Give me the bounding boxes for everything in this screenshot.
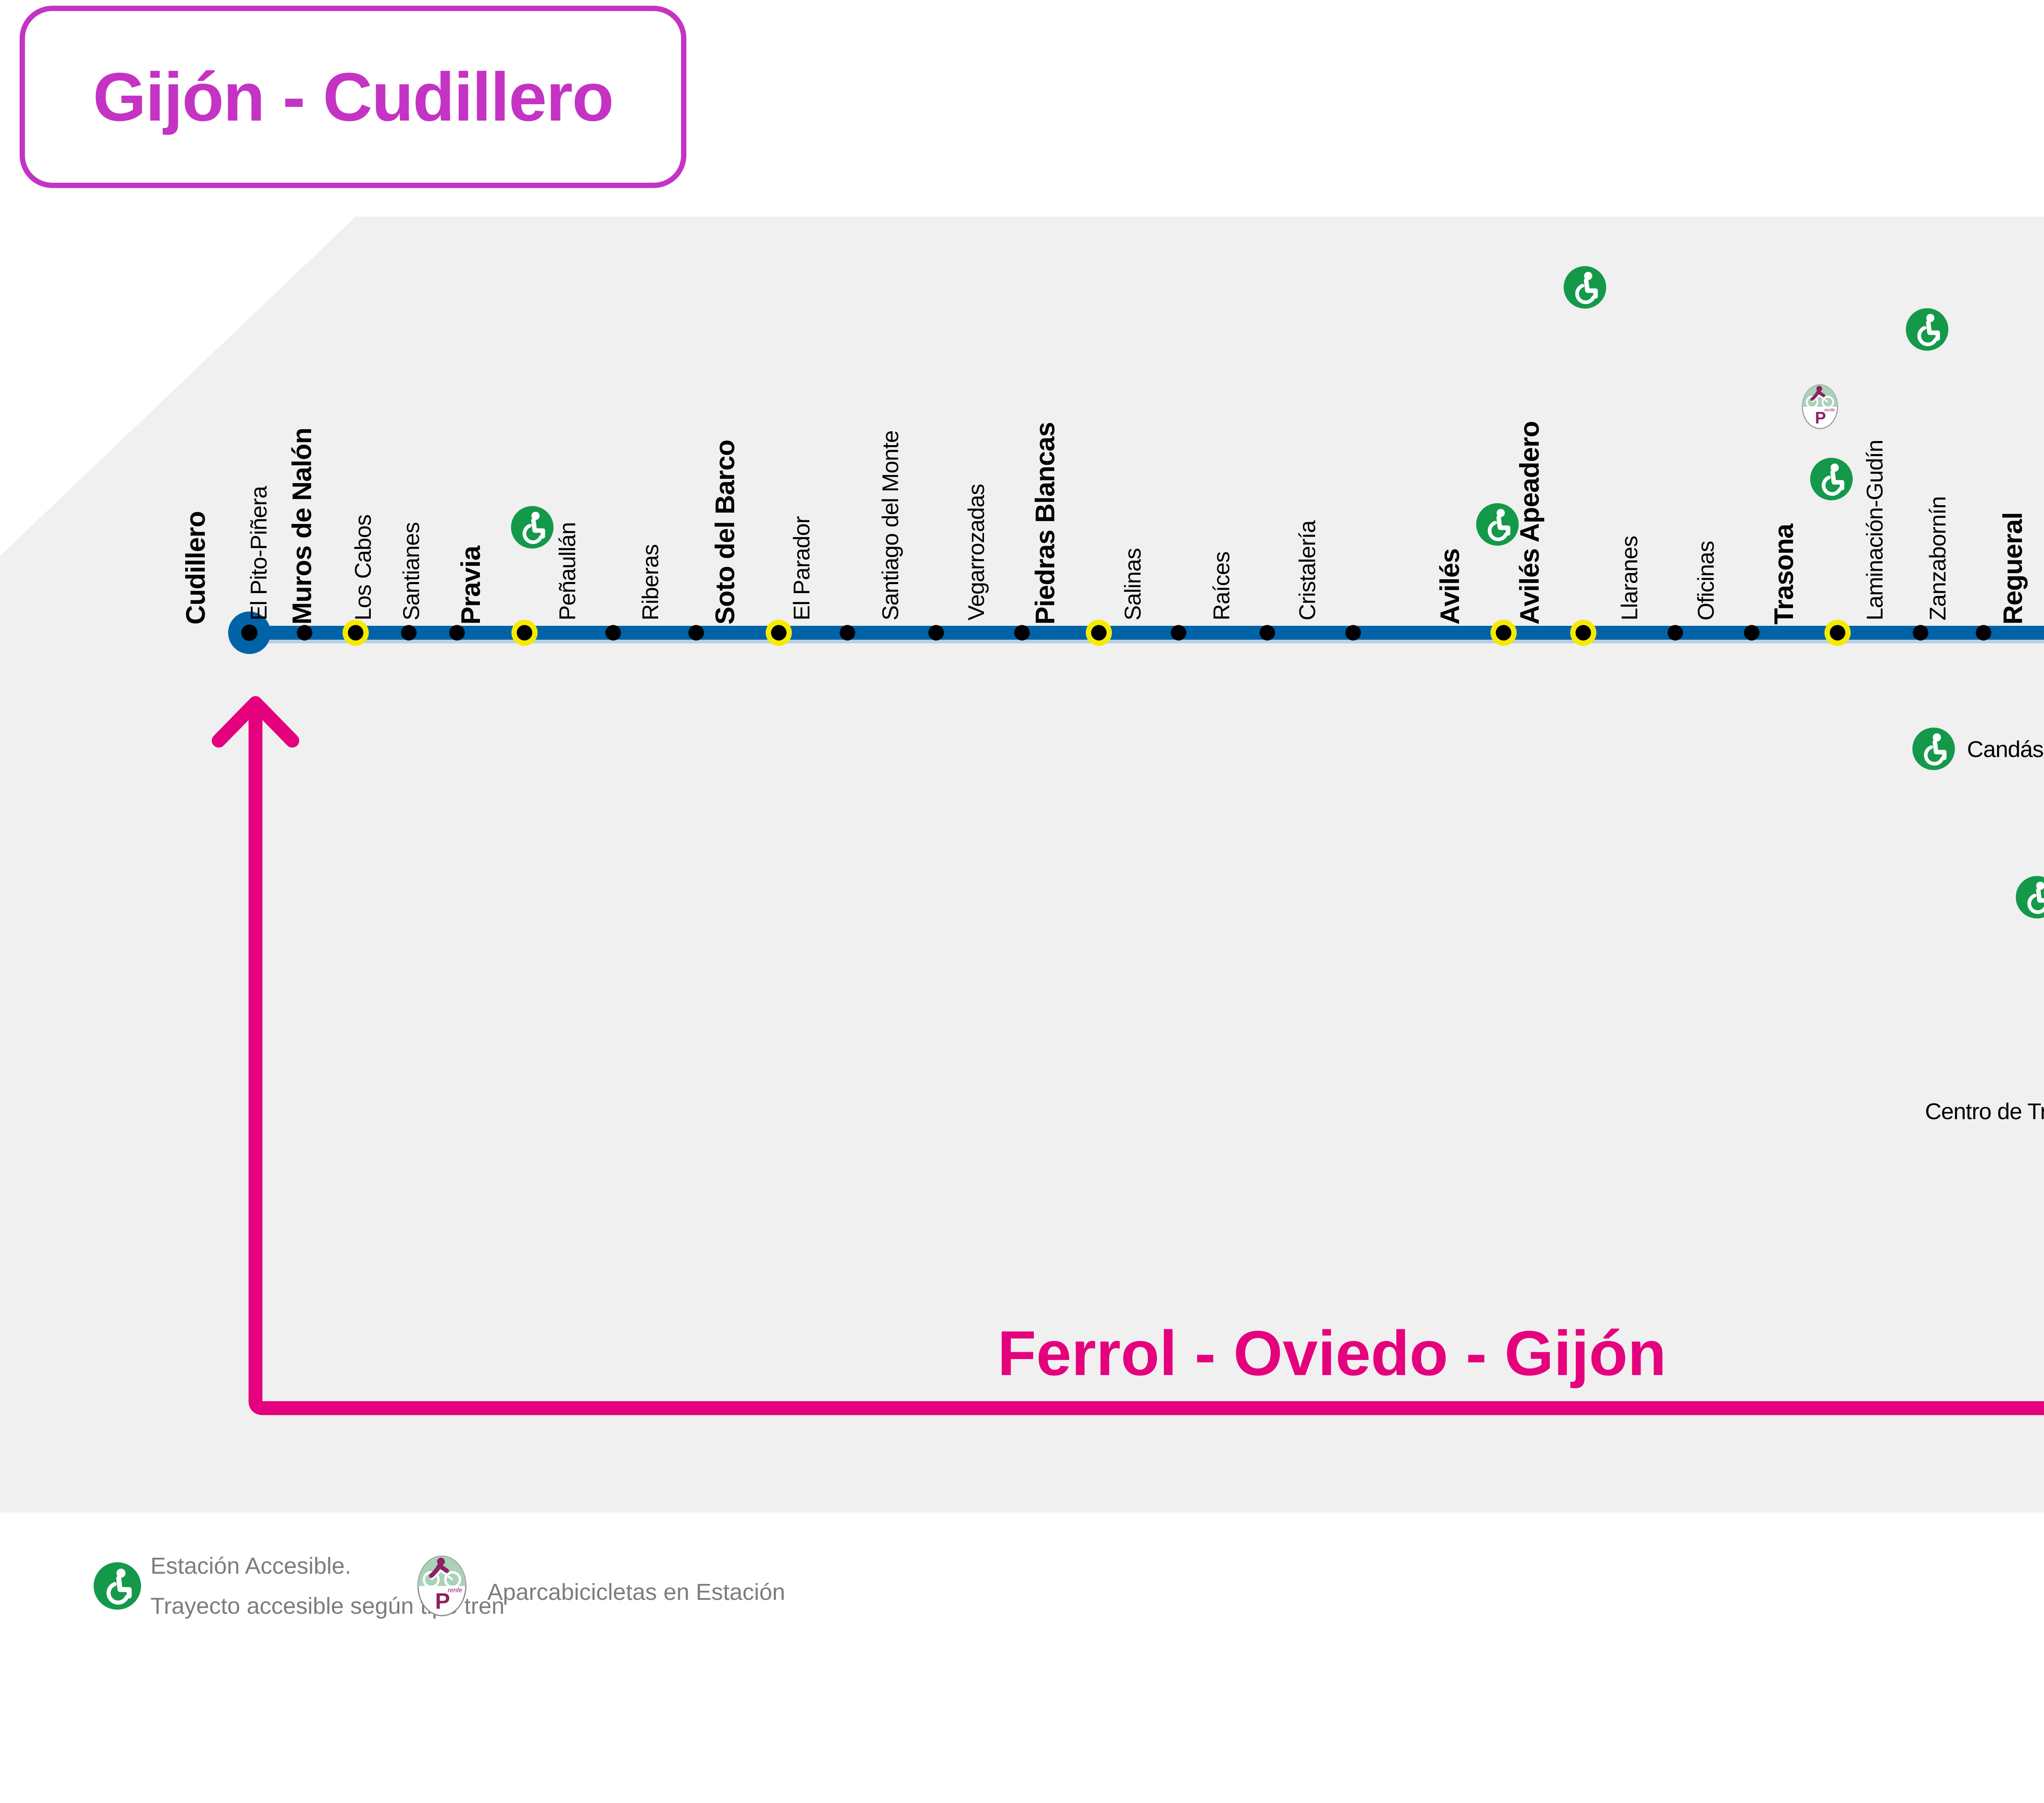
station-label: Piedras Blancas <box>1030 422 1060 625</box>
station-dot <box>1171 625 1186 641</box>
station-label: Cudillero <box>180 511 211 625</box>
station-label: Laminación-Gudín <box>1862 440 1887 620</box>
station-label: Pravia <box>455 546 486 625</box>
map-panel-background <box>0 217 2044 1512</box>
station-label: Muros de Nalón <box>287 428 317 625</box>
station-dot <box>1913 625 1928 641</box>
station-dot <box>1260 625 1275 641</box>
branch-station-row: Candás Apeadero <box>1912 726 2044 771</box>
station-label: Soto del Barco <box>710 440 740 625</box>
accessible-icon <box>2016 876 2044 918</box>
station-dot <box>928 625 944 641</box>
svg-text:renfe: renfe <box>1824 408 1835 412</box>
station-dot <box>348 625 363 641</box>
station-label: Candás Apeadero <box>1967 736 2044 762</box>
station-dot <box>771 625 787 641</box>
station-dot <box>1576 625 1591 641</box>
station-label: Salinas <box>1120 548 1145 620</box>
accessible-icon <box>1912 728 1955 770</box>
accessible-icon <box>1810 458 1853 500</box>
accessible-icon <box>1564 266 1606 309</box>
legend-accessible-line1: Estación Accesible. <box>150 1553 352 1579</box>
station-label: Riberas <box>637 544 663 620</box>
station-dot <box>1091 625 1107 641</box>
station-dot <box>1496 625 1511 641</box>
station-dot <box>1345 625 1361 641</box>
station-dot <box>1830 625 1845 641</box>
station-dot <box>605 625 621 641</box>
bike-parking-icon: P renfe <box>417 1554 467 1618</box>
accessible-icon <box>1906 308 1948 351</box>
legend-bike-text: Aparcabicicletas en Estación <box>487 1572 785 1612</box>
accessible-icon <box>1476 503 1519 546</box>
station-label: Avilés <box>1434 548 1465 625</box>
svg-text:renfe: renfe <box>448 1587 462 1594</box>
station-dot <box>241 625 258 641</box>
station-label: Vegarrozadas <box>963 484 989 620</box>
line-title: Gijón - Cudillero <box>93 58 614 135</box>
branch-station-row: Xivares <box>2016 875 2044 920</box>
station-label: El Parador <box>789 516 814 620</box>
station-dot <box>297 625 312 641</box>
svg-text:P: P <box>435 1588 450 1614</box>
station-dot <box>1667 625 1683 641</box>
station-label: Raíces <box>1208 551 1234 620</box>
station-label: Centro de Transportes <box>1925 1098 2044 1124</box>
station-label: Llaranes <box>1616 536 1642 620</box>
station-dot <box>449 625 465 641</box>
station-label: Trasona <box>1768 524 1799 625</box>
svg-text:P: P <box>1815 408 1826 427</box>
accessible-icon <box>94 1562 141 1610</box>
branch-station-row: Centro de Transportes <box>1925 1089 2044 1133</box>
ferrol-oviedo-gijon-route-arrow <box>212 696 2044 1415</box>
station-dot <box>1744 625 1759 641</box>
terminal-circle <box>228 611 271 654</box>
station-dot <box>401 625 417 641</box>
station-dot <box>1014 625 1030 641</box>
station-dot <box>688 625 704 641</box>
station-label: Cristalería <box>1294 520 1320 620</box>
legend-bike-line1: Aparcabicicletas en Estación <box>487 1579 785 1605</box>
station-label: Santianes <box>398 522 424 620</box>
bike-parking-icon: P renfe <box>1801 383 1839 430</box>
station-label: Peñaullán <box>554 522 580 620</box>
station-label: Zanzabornín <box>1925 496 1950 620</box>
accessible-icon <box>511 506 554 549</box>
station-dot <box>517 625 532 641</box>
station-label: Regueral <box>1997 512 2028 625</box>
station-label: Santiago del Monte <box>877 430 903 620</box>
connection-label-ferrol-oviedo-gijon: Ferrol - Oviedo - Gijón <box>997 1318 1667 1389</box>
station-label: Avilés Apeadero <box>1514 421 1544 625</box>
station-label: El Pito-Piñera <box>246 486 271 620</box>
station-dot <box>840 625 855 641</box>
station-label: Oficinas <box>1693 541 1719 620</box>
station-label: Los Cabos <box>350 515 376 620</box>
line-title-box: Gijón - Cudillero <box>20 6 686 188</box>
station-dot <box>1976 625 1991 641</box>
